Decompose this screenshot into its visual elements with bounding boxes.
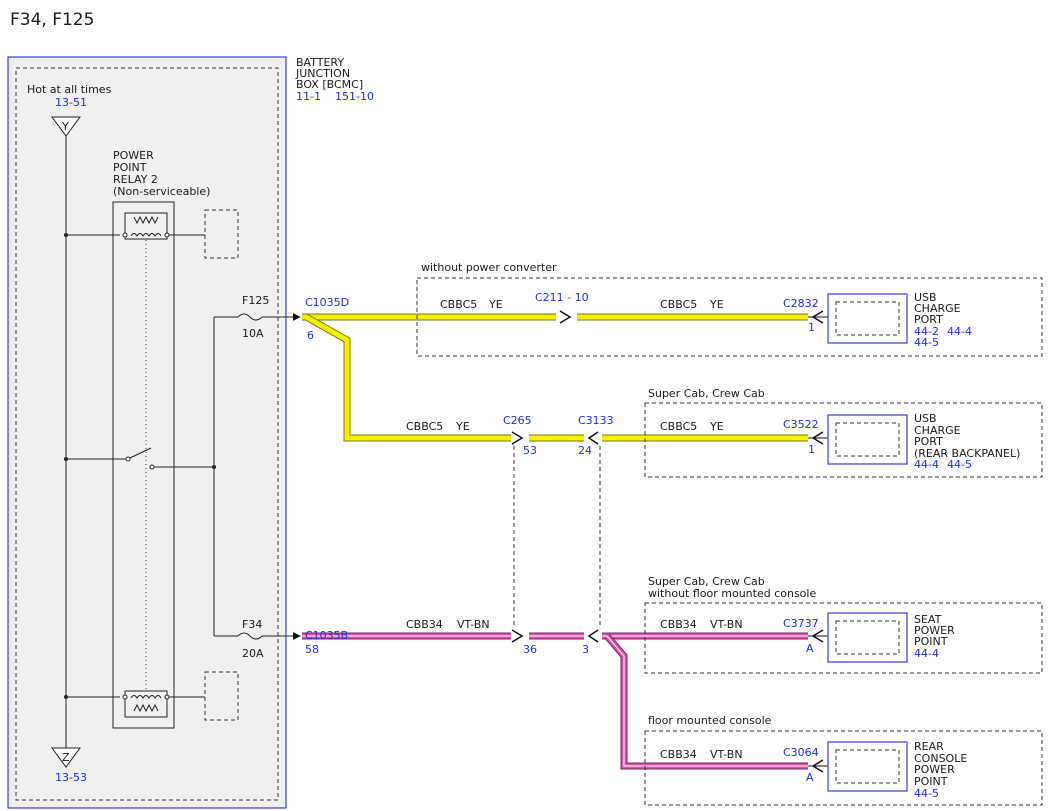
connector-c3064-pin: A [806,771,814,784]
rear-label-2: CONSOLE [914,752,967,765]
rear-label-4: POINT [914,775,948,788]
relay-label-3: RELAY 2 [113,173,158,186]
option-3-label-1: Super Cab, Crew Cab [648,575,765,588]
rear-label-1: REAR [914,740,944,753]
connector-c1035b-pin: 58 [305,643,319,656]
connector-c265[interactable]: C265 [503,414,532,427]
connector-c1035b[interactable]: C1035B [305,629,348,642]
usb2-label-1: USB [914,412,937,425]
usb2-label-4: (REAR BACKPANEL) [914,447,1020,460]
fuse-f34-rating: 20A [242,647,264,660]
wire-2b-color: YE [709,420,724,433]
connector-c3522-pin: 1 [808,443,815,456]
usb-charge-port-rear-backpanel-component[interactable] [827,414,908,465]
connector-c2832[interactable]: C2832 [783,297,819,310]
fuse-f125-icon [214,313,301,321]
seat-label-3: POINT [914,635,948,648]
wire-4-circuit: CBB34 [660,748,697,761]
wire-cbb34-vt-bn[interactable] [302,632,808,770]
relay-body [112,201,175,729]
wire-3a-color: VT-BN [457,618,490,631]
splice-z-letter: Z [62,751,70,764]
connector-c1035d-pin: 6 [307,329,314,342]
power-source-bottom-ref[interactable]: 13-53 [55,771,87,784]
usb1-ref-2[interactable]: 44-4 [947,325,972,338]
fuse-f34-icon [214,632,301,640]
connector-c3064[interactable]: C3064 [783,746,819,759]
bjb-label-3: BOX [BCMC] [296,78,363,91]
rear-label-3: POWER [914,763,955,776]
splice-y-icon [51,116,81,137]
connector-c3737-pin: A [806,642,814,655]
option-box-3 [644,602,1043,674]
bjb-label-2: JUNCTION [295,67,350,80]
relay-coil-top-icon [64,209,239,259]
connector-c3522[interactable]: C3522 [783,418,819,431]
wire-1a-color: YE [488,298,503,311]
option-box-4 [644,730,1043,806]
connector-arrows [511,310,828,773]
usb1-ref-1[interactable]: 44-2 [914,325,939,338]
relay-label-4: (Non-serviceable) [113,185,210,198]
option-1-label: without power converter [421,261,557,274]
wire-4-color: VT-BN [710,748,743,761]
usb-charge-port-component[interactable] [827,293,908,344]
bjb-label-1: BATTERY [296,56,344,69]
connector-c1035d[interactable]: C1035D [305,296,349,309]
option-box-2 [644,402,1043,478]
seat-ref-1[interactable]: 44-4 [914,647,939,660]
wire-1b-circuit: CBBC5 [660,298,697,311]
usb2-label-3: PORT [914,435,943,448]
connector-c3737[interactable]: C3737 [783,617,819,630]
usb2-label-2: CHARGE [914,424,961,437]
usb2-ref-2[interactable]: 44-5 [947,458,972,471]
bjb-ref-2[interactable]: 151-10 [335,90,374,103]
power-source-label: Hot at all times [27,83,112,96]
wire-2a-circuit: CBBC5 [406,420,443,433]
option-4-label: floor mounted console [648,714,772,727]
splice-z-icon [51,747,81,768]
relay-label-1: POWER [113,149,154,162]
wire-2a-color: YE [455,420,470,433]
connector-c3133-pin-3: 3 [582,643,589,656]
wire-3b-color: VT-BN [710,618,743,631]
connector-c265-pin-36: 36 [523,643,537,656]
connector-c265-pin: 53 [523,444,537,457]
connector-c3133-pin: 24 [578,444,592,457]
page-title: F34, F125 [10,10,94,30]
seat-label-2: POWER [914,624,955,637]
relay-coil-bottom-icon [64,671,239,721]
wire-cbbc5-ye[interactable] [302,313,808,442]
wire-3b-circuit: CBB34 [660,618,697,631]
connector-c2832-pin: 1 [808,321,815,334]
wire-1b-color: YE [709,298,724,311]
seat-label-1: SEAT [914,613,942,626]
usb2-ref-1[interactable]: 44-4 [914,458,939,471]
usb1-label-1: USB [914,291,937,304]
power-source-top-ref[interactable]: 13-51 [55,96,87,109]
fuse-f34-name: F34 [242,618,262,631]
option-3-label-2: without floor mounted console [648,587,816,600]
relay-label-2: POINT [113,161,147,174]
connector-c3133[interactable]: C3133 [578,414,614,427]
usb1-label-2: CHARGE [914,302,961,315]
relay-switch-icon [64,317,216,636]
usb1-label-3: PORT [914,313,943,326]
wire-3a-circuit: CBB34 [406,618,443,631]
fuse-f125-rating: 10A [242,327,264,340]
fuse-f125-name: F125 [242,294,269,307]
seat-power-point-component[interactable] [827,612,908,663]
option-2-label: Super Cab, Crew Cab [648,387,765,400]
bjb-ref-1[interactable]: 11-1 [296,90,321,103]
wire-1a-circuit: CBBC5 [440,298,477,311]
rear-console-power-point-component[interactable] [827,741,908,792]
rear-ref-1[interactable]: 44-5 [914,787,939,800]
connector-c211[interactable]: C211 - 10 [535,291,589,304]
option-box-1 [416,277,1043,357]
splice-y-letter: Y [61,120,69,133]
wire-2b-circuit: CBBC5 [660,420,697,433]
usb1-ref-3[interactable]: 44-5 [914,336,939,349]
